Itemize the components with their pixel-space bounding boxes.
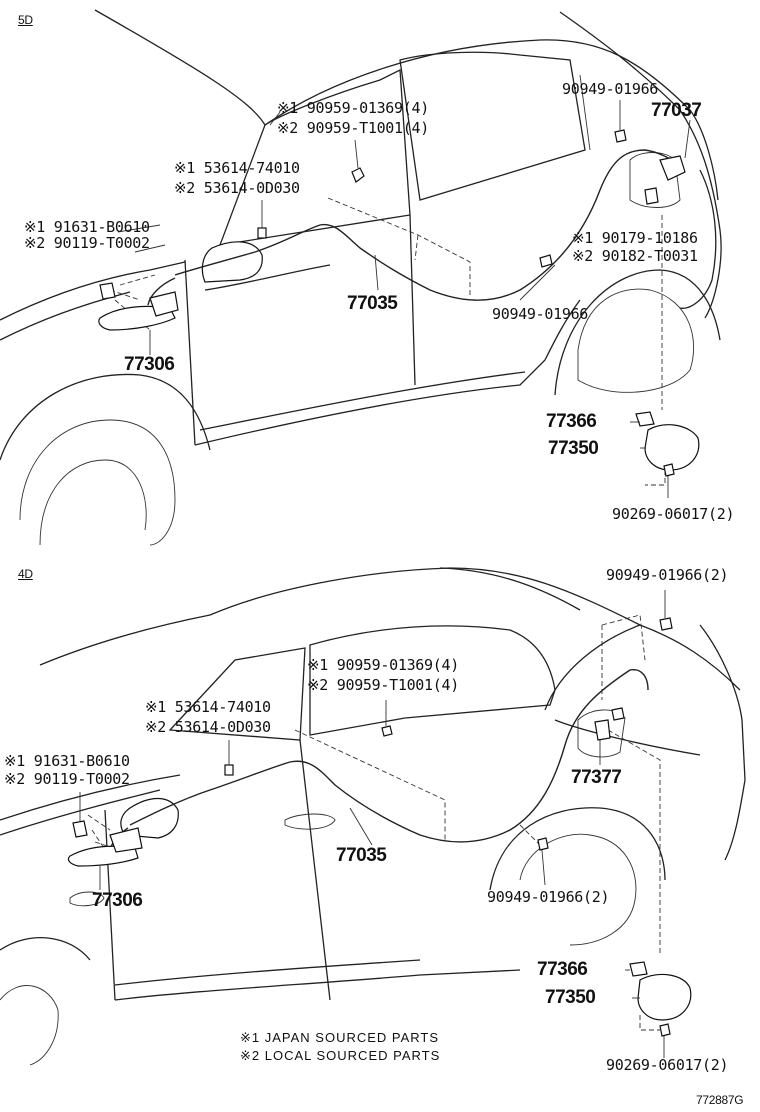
part-label-screw-2: ※2 90182-T0031 [572,247,698,265]
part-label-screw-1: ※1 90179-10186 [572,229,698,247]
part-label-spring: 77366 [546,411,597,432]
part-label-cable-clip-bottom: 90949-01966(2) [487,888,610,906]
part-label-cable-clip-top: 90949-01966(2) [606,566,729,584]
part-label-lid: 77350 [548,438,599,459]
part-label-clip-a2: ※2 90959-T1001(4) [277,119,429,137]
part-label-hinge-screw: 90269-06017(2) [606,1056,729,1074]
part-label-bolt-1: ※1 91631-B0610 [24,218,150,236]
part-label-clip-a1: ※1 90959-01369(4) [277,99,429,117]
leader-lines-5d [117,100,691,498]
part-label-cable: 77035 [336,845,387,866]
car-body-5d [0,9,722,546]
cable-5d [147,149,681,306]
figure-reference: 772887G [696,1093,744,1107]
parts-5d [98,129,700,477]
car-body-4d [0,567,746,1066]
dashed-leaders-5d [109,197,666,486]
part-label-opener-lock: 77377 [571,767,622,788]
part-label-cable-clip-bottom: 90949-01966 [492,305,589,323]
part-label-clamp-2: ※2 53614-0D030 [145,718,271,736]
part-label-bolt-2: ※2 90119-T0002 [4,770,130,788]
part-label-lever: 77306 [124,354,175,375]
part-label-opener-lock: 77037 [651,100,702,121]
part-label-cable: 77035 [347,293,398,314]
section-label-5d: 5D [18,13,33,27]
section-label-4d: 4D [18,567,33,581]
part-label-clamp-2: ※2 53614-0D030 [174,179,300,197]
part-label-bolt-2: ※2 90119-T0002 [24,234,150,252]
note-japan-sourced: ※1 JAPAN SOURCED PARTS [240,1030,440,1045]
part-label-clip-a2: ※2 90959-T1001(4) [307,676,459,694]
part-label-hinge-screw: 90269-06017(2) [612,505,735,523]
part-label-cable-clip-top: 90949-01966 [562,80,659,98]
note-local-sourced: ※2 LOCAL SOURCED PARTS [240,1048,441,1063]
part-label-lid: 77350 [545,987,596,1008]
parts-4d [67,617,692,1037]
part-label-lever: 77306 [92,890,143,911]
part-label-clamp-1: ※1 53614-74010 [145,698,271,716]
part-label-bolt-1: ※1 91631-B0610 [4,752,130,770]
part-label-clip-a1: ※1 90959-01369(4) [307,656,459,674]
cable-4d [109,668,649,851]
part-label-clamp-1: ※1 53614-74010 [174,159,300,177]
part-label-spring: 77366 [537,959,588,980]
leader-lines-4d [79,590,666,1058]
